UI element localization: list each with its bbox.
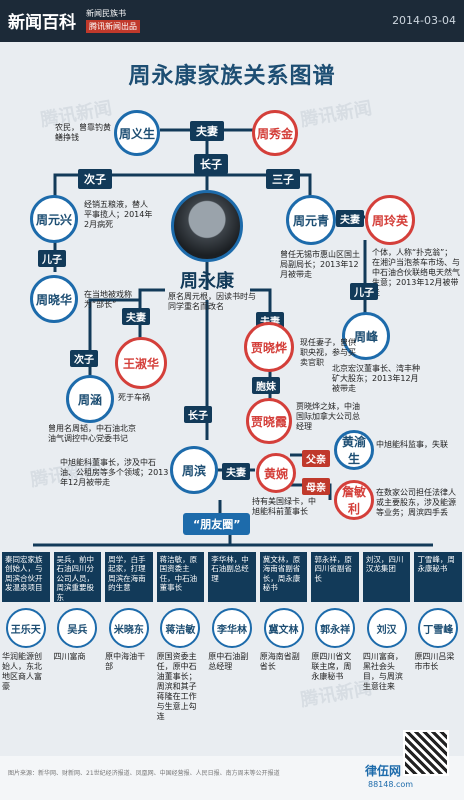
friend-description: 原中石油副总经理 xyxy=(208,652,249,671)
friend-name: 李华林 xyxy=(212,608,252,648)
person-zhou-feng: 周峰 xyxy=(342,312,390,360)
note-zhou-feng: 北京宏汉董事长、湾丰种矿大股东；2013年12月被带走 xyxy=(332,364,420,393)
friends-circle-label: “朋友圈” xyxy=(183,513,251,535)
note-jia-xiaoxia: 贾晓烨之妹，中油国际加拿大公司总经理 xyxy=(296,402,360,431)
page-title: 周永康家族关系图谱 xyxy=(128,64,336,89)
relation-son: 儿子 xyxy=(38,250,66,267)
friend-info-box: 吴兵，前中石油四川分公司人员，周滨重要股东 xyxy=(53,552,102,602)
person-jia-xiaoye: 贾晓烨 xyxy=(244,322,294,372)
person-zhou-tao: 周涵 xyxy=(66,375,114,423)
person-zhou-yuanxing: 周元兴 xyxy=(30,195,78,243)
relation-second-son: 次子 xyxy=(78,169,112,189)
relation-father: 父亲 xyxy=(302,450,330,467)
friend-description: 华润能源创始人，东北地区商人富豪 xyxy=(2,652,42,691)
zhou-yongkang-photo xyxy=(171,190,243,262)
person-zhou-bin: 周滨 xyxy=(170,446,218,494)
header-bar: 新闻百科 新闻民族书 腾讯新闻出品 2014-03-04 xyxy=(0,0,464,42)
person-zhou-yusheng: 周义生 xyxy=(114,110,160,156)
brand-subtitle: 新闻民族书 xyxy=(86,9,126,18)
note-zhou-xiaohua: 在当地被戏称为“部长” xyxy=(84,290,132,309)
friend-description: 四川富商 xyxy=(53,652,86,661)
friend-description: 原国资委主任，原中石油董事长；周滨和其子蒋隆在工作与生意上勾连 xyxy=(156,652,197,721)
note-zhan-minli: 在数家公司担任法律人或主要股东，涉及能源等业务；周滨四手丢 xyxy=(376,488,456,517)
friend-info-box: 郭永祥，原四川省副省长 xyxy=(311,552,359,602)
friend-info-box: 秦同宏家族创始人，与周滨合伙开发温泉项目 xyxy=(2,552,50,602)
note-zhou-yongkang: 原名周元根，因读书时与同学重名而改名 xyxy=(168,292,256,311)
friend-info-box: 蒋洁敏，原国资委主任，中石油董事长 xyxy=(156,552,205,602)
friend-name: 蒋洁敏 xyxy=(160,608,201,648)
person-jia-xiaoxia: 贾晓霞 xyxy=(246,398,292,444)
relation-spouse: 夫妻 xyxy=(122,308,150,325)
site-logo: 律伍网 xyxy=(365,764,402,778)
site-url: 88148.com xyxy=(368,780,414,789)
footer: 图片来源：新华网、财新网、21世纪经济报道、凤凰网、中国经营报、人民日报、南方周… xyxy=(0,756,464,800)
person-zhou-lingying: 周玲英 xyxy=(365,195,415,245)
relation-spouse: 夫妻 xyxy=(222,463,250,480)
friend-info-box: 周学，白手起家，打理周滨在海南的生意 xyxy=(105,552,153,602)
person-zhou-yuanqing: 周元青 xyxy=(286,195,336,245)
person-wang-shuhua: 王淑华 xyxy=(115,337,167,389)
friend-description: 四川富商，黑社会头目，与周滨生意往来 xyxy=(362,652,403,691)
person-huang-yusheng: 黄渝生 xyxy=(334,430,374,470)
friend-description: 原海南省副省长 xyxy=(259,652,300,671)
friend-description: 原四川省文联主席，周永康秘书 xyxy=(311,652,352,681)
relation-spouse: 夫妻 xyxy=(190,121,224,141)
note-zhou-bin: 中旭能科董事长，涉及中石油、公租房等多个领域；2013年12月被带走 xyxy=(60,458,169,487)
relation-spouse: 夫妻 xyxy=(336,210,364,227)
note-zhou-yusheng: 农民，曾靠钓黄鳝挣钱 xyxy=(55,123,111,142)
friend-name: 郭永祥 xyxy=(315,608,356,648)
relation-third-son: 三子 xyxy=(266,169,300,189)
note-wang-shuhua: 死于车祸 xyxy=(118,393,150,402)
person-zhou-xiujin: 周秀金 xyxy=(252,110,298,156)
relation-son: 儿子 xyxy=(350,283,378,300)
note-zhou-lingying: 个体，人称“扑克翁”；在湘沪当泡茶车市场、与中石油合伙联络电天然气生意；2013… xyxy=(372,248,460,297)
relation-mother: 母亲 xyxy=(302,478,330,495)
note-zhou-tao: 曾用名周韬，中石油北京油气调控中心党委书记 xyxy=(48,424,136,443)
friend-name: 丁雪峰 xyxy=(418,608,459,648)
publish-date: 2014-03-04 xyxy=(392,14,456,27)
friend-name: 米晓东 xyxy=(108,608,149,648)
note-jia-xiaoye: 现任妻子，曾供职央视，参与买卖官职 xyxy=(300,338,356,367)
person-zhan-minli: 詹敏利 xyxy=(334,480,374,520)
person-zhou-xiaohua: 周晓华 xyxy=(30,275,78,323)
relation-second-son: 次子 xyxy=(70,350,98,367)
note-zhou-yuanxing: 经销五粮液，替人平事揽人；2014年2月病死 xyxy=(84,200,153,229)
person-huang-wan: 黄婉 xyxy=(256,453,296,493)
friend-info-box: 李华林，中石油副总经理 xyxy=(208,552,256,602)
friend-description: 原中海油干部 xyxy=(105,652,146,671)
friend-name: 冀文林 xyxy=(263,608,304,648)
source-note: 图片来源：新华网、财新网、21世纪经济报道、凤凰网、中国经营报、人民日报、南方周… xyxy=(8,770,280,777)
note-huang-wan: 持有美国绿卡，中旭能科前董事长 xyxy=(252,497,316,516)
brand-logo: 新闻百科 xyxy=(8,13,76,33)
brand-tag: 腾讯新闻出品 xyxy=(86,20,140,33)
relation-sister: 胞妹 xyxy=(252,377,280,394)
relation-eldest-son: 长子 xyxy=(194,154,228,174)
relation-eldest-son: 长子 xyxy=(184,406,212,423)
friend-info-box: 丁雪峰，周永康秘书 xyxy=(414,552,462,602)
friend-info-box: 冀文林，原海南省副省长，周永康秘书 xyxy=(259,552,308,602)
qr-code xyxy=(403,730,449,776)
friend-name: 王乐天 xyxy=(5,608,46,648)
friend-description: 原四川吕梁市市长 xyxy=(414,652,455,671)
note-zhou-yuanqing: 曾任无锡市惠山区国土局副局长；2013年12月被带走 xyxy=(280,250,360,279)
person-zhou-yongkang: 周永康 xyxy=(180,271,234,292)
friend-info-box: 刘汉，四川汉龙集团 xyxy=(362,552,411,602)
friend-name: 吴兵 xyxy=(57,608,98,648)
note-huang-yusheng: 中旭能科监事，失联 xyxy=(376,440,448,449)
friend-name: 刘汉 xyxy=(366,608,407,648)
